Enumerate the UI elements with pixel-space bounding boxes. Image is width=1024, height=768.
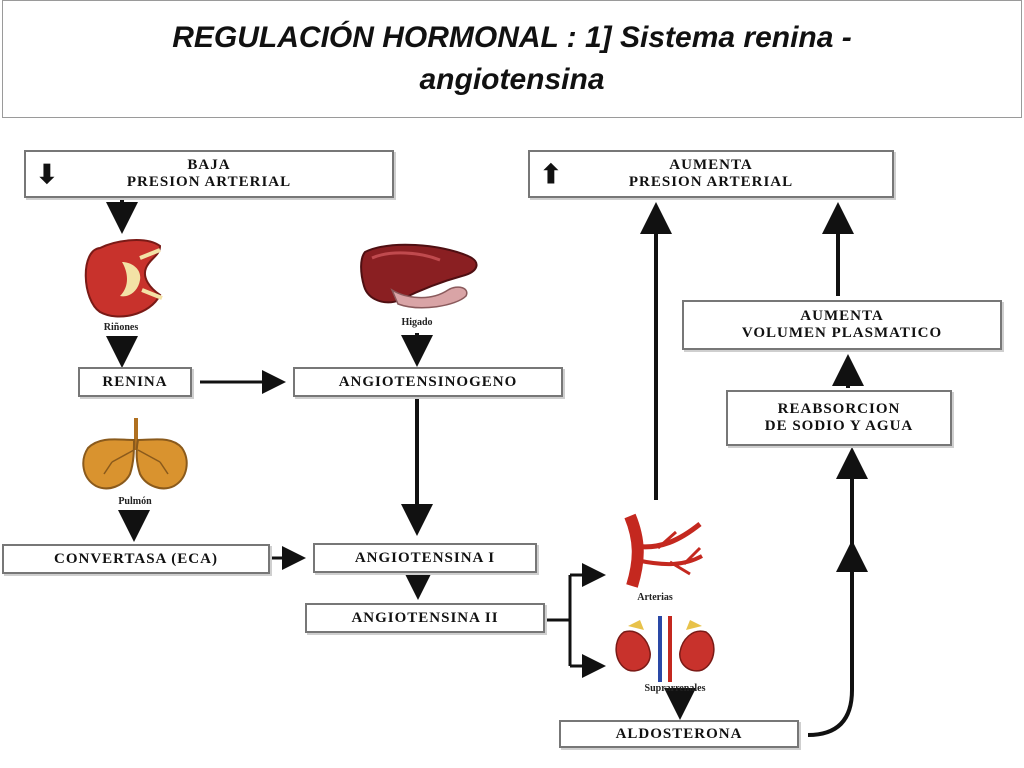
reabsorcion-line1: REABSORCION: [777, 401, 901, 418]
high-pressure-arrow-icon: ⬆: [540, 160, 563, 189]
arrow-aldosterona-to-reabsorcion: [807, 447, 868, 737]
aldosterona-box: ALDOSTERONA: [559, 720, 799, 748]
volumen-box: AUMENTA VOLUMEN PLASMATICO: [682, 300, 1002, 350]
low-pressure-arrow-icon: ⬇: [36, 160, 59, 189]
adrenal-icon: [615, 616, 715, 682]
reabsorcion-line2: DE SODIO Y AGUA: [764, 418, 914, 434]
title-box: REGULACIÓN HORMONAL : 1] Sistema renina …: [2, 0, 1022, 118]
high-pressure-line2: PRESION ARTERIAL: [628, 174, 794, 190]
renina-label: RENINA: [102, 373, 168, 390]
bracket-at2-split: [545, 575, 572, 666]
aldosterona-label: ALDOSTERONA: [615, 725, 743, 742]
kidney-label: Riñones: [103, 322, 139, 333]
lung-label: Pulmón: [118, 496, 152, 507]
artery-icon: [624, 513, 703, 588]
angiotensina2-label: ANGIOTENSINA II: [351, 609, 499, 626]
angiotensinogeno-box: ANGIOTENSINOGENO: [293, 367, 563, 397]
adrenals-label: Suprarrenales: [644, 683, 706, 694]
arteries-label: Arterias: [637, 592, 673, 603]
angiotensina1-box: ANGIOTENSINA I: [313, 543, 537, 573]
lung-icon: [82, 418, 188, 490]
volumen-line1: AUMENTA: [800, 308, 884, 325]
renina-box: RENINA: [78, 367, 192, 397]
volumen-line2: VOLUMEN PLASMATICO: [741, 325, 943, 341]
liver-label: Higado: [401, 317, 433, 328]
reabsorcion-box: REABSORCION DE SODIO Y AGUA: [726, 390, 952, 446]
kidney-icon: [84, 239, 163, 318]
convertasa-label: CONVERTASA (ECA): [54, 550, 218, 567]
low-pressure-box: ⬇ BAJA PRESION ARTERIAL: [24, 150, 394, 198]
convertasa-box: CONVERTASA (ECA): [2, 544, 270, 574]
liver-icon: [360, 243, 478, 309]
high-pressure-line1: AUMENTA: [669, 157, 753, 174]
low-pressure-line2: PRESION ARTERIAL: [126, 174, 292, 190]
low-pressure-line1: BAJA: [187, 157, 231, 174]
angiotensina2-box: ANGIOTENSINA II: [305, 603, 545, 633]
high-pressure-box: ⬆ AUMENTA PRESION ARTERIAL: [528, 150, 894, 198]
angiotensina1-label: ANGIOTENSINA I: [354, 549, 496, 566]
angiotensinogeno-label: ANGIOTENSINOGENO: [338, 373, 518, 390]
title-line-1: REGULACIÓN HORMONAL : 1] Sistema renina …: [172, 21, 852, 54]
title-line-2: angiotensina: [419, 63, 605, 96]
